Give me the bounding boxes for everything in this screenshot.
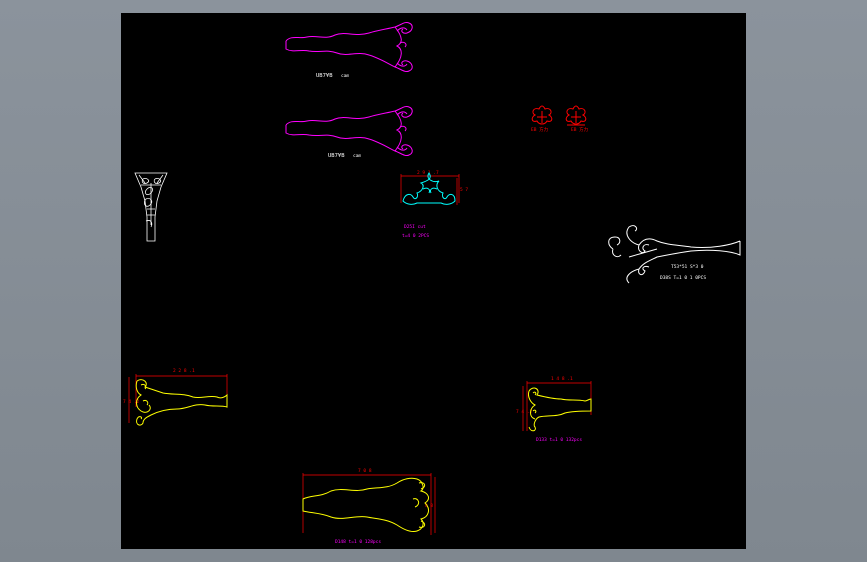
bottom-yellow-part-label: D148 t=1 0 128pcs [335,539,381,545]
red-ornament-left-label: EB 方力 [531,126,549,133]
red-ornament-left [531,105,553,125]
cad-viewport[interactable]: UB7¥B cam UB7¥B cam EB 方力 EB 方力 2 9 1 .7… [121,13,746,549]
white-right-part [608,225,741,284]
cyan-part-dim-side: 5 7 [460,187,468,193]
cyan-part-dim-top: 2 9 1 .7 [417,170,439,176]
bottom-yellow-part-dim-side: 8 8 [425,503,433,509]
red-ornament-right [565,105,587,126]
top-part-2-label-a: UB7¥B [328,153,345,159]
top-part-1-label-a: UB7¥B [316,73,333,79]
bottom-yellow-part [302,477,429,532]
left-yellow-part-dimensions [128,374,228,423]
right-yellow-part-label: D133 t=1 0 132pcs [536,437,582,443]
left-yellow-part-dim-top: 2 2 8 .1 [173,368,195,374]
left-yellow-part [135,379,228,426]
cyan-part-label-1: D25I cut [404,224,426,230]
cyan-part-label-2: t=4 0 2PCS [402,233,429,239]
white-ornament-column [134,172,168,242]
bottom-yellow-part-dim-top: 7 0 8 [358,468,372,474]
right-yellow-part-dim-side: 7 4 .2 [516,409,533,415]
bottom-yellow-part-dimensions [302,473,436,535]
left-yellow-part-dim-side: 7 4 .2 [123,399,140,405]
white-right-part-label-1: T53*51 S*3 0 [671,264,704,270]
red-ornament-right-label: EB 方力 [571,126,589,133]
top-part-2-label-b: cam [353,154,361,159]
cad-drawing: UB7¥B cam UB7¥B cam EB 方力 EB 方力 2 9 1 .7… [123,22,741,545]
right-yellow-part-dimensions [522,381,592,431]
top-part-1-label-b: cam [341,74,349,79]
cyan-part [402,172,456,205]
top-part-1 [285,22,413,72]
white-right-part-label-2: D38S T=1 0 1 0PCS [660,275,706,281]
right-yellow-part [528,387,592,432]
right-yellow-part-dim-top: 1 4 8 .1 [551,376,573,382]
top-part-2 [285,106,413,156]
